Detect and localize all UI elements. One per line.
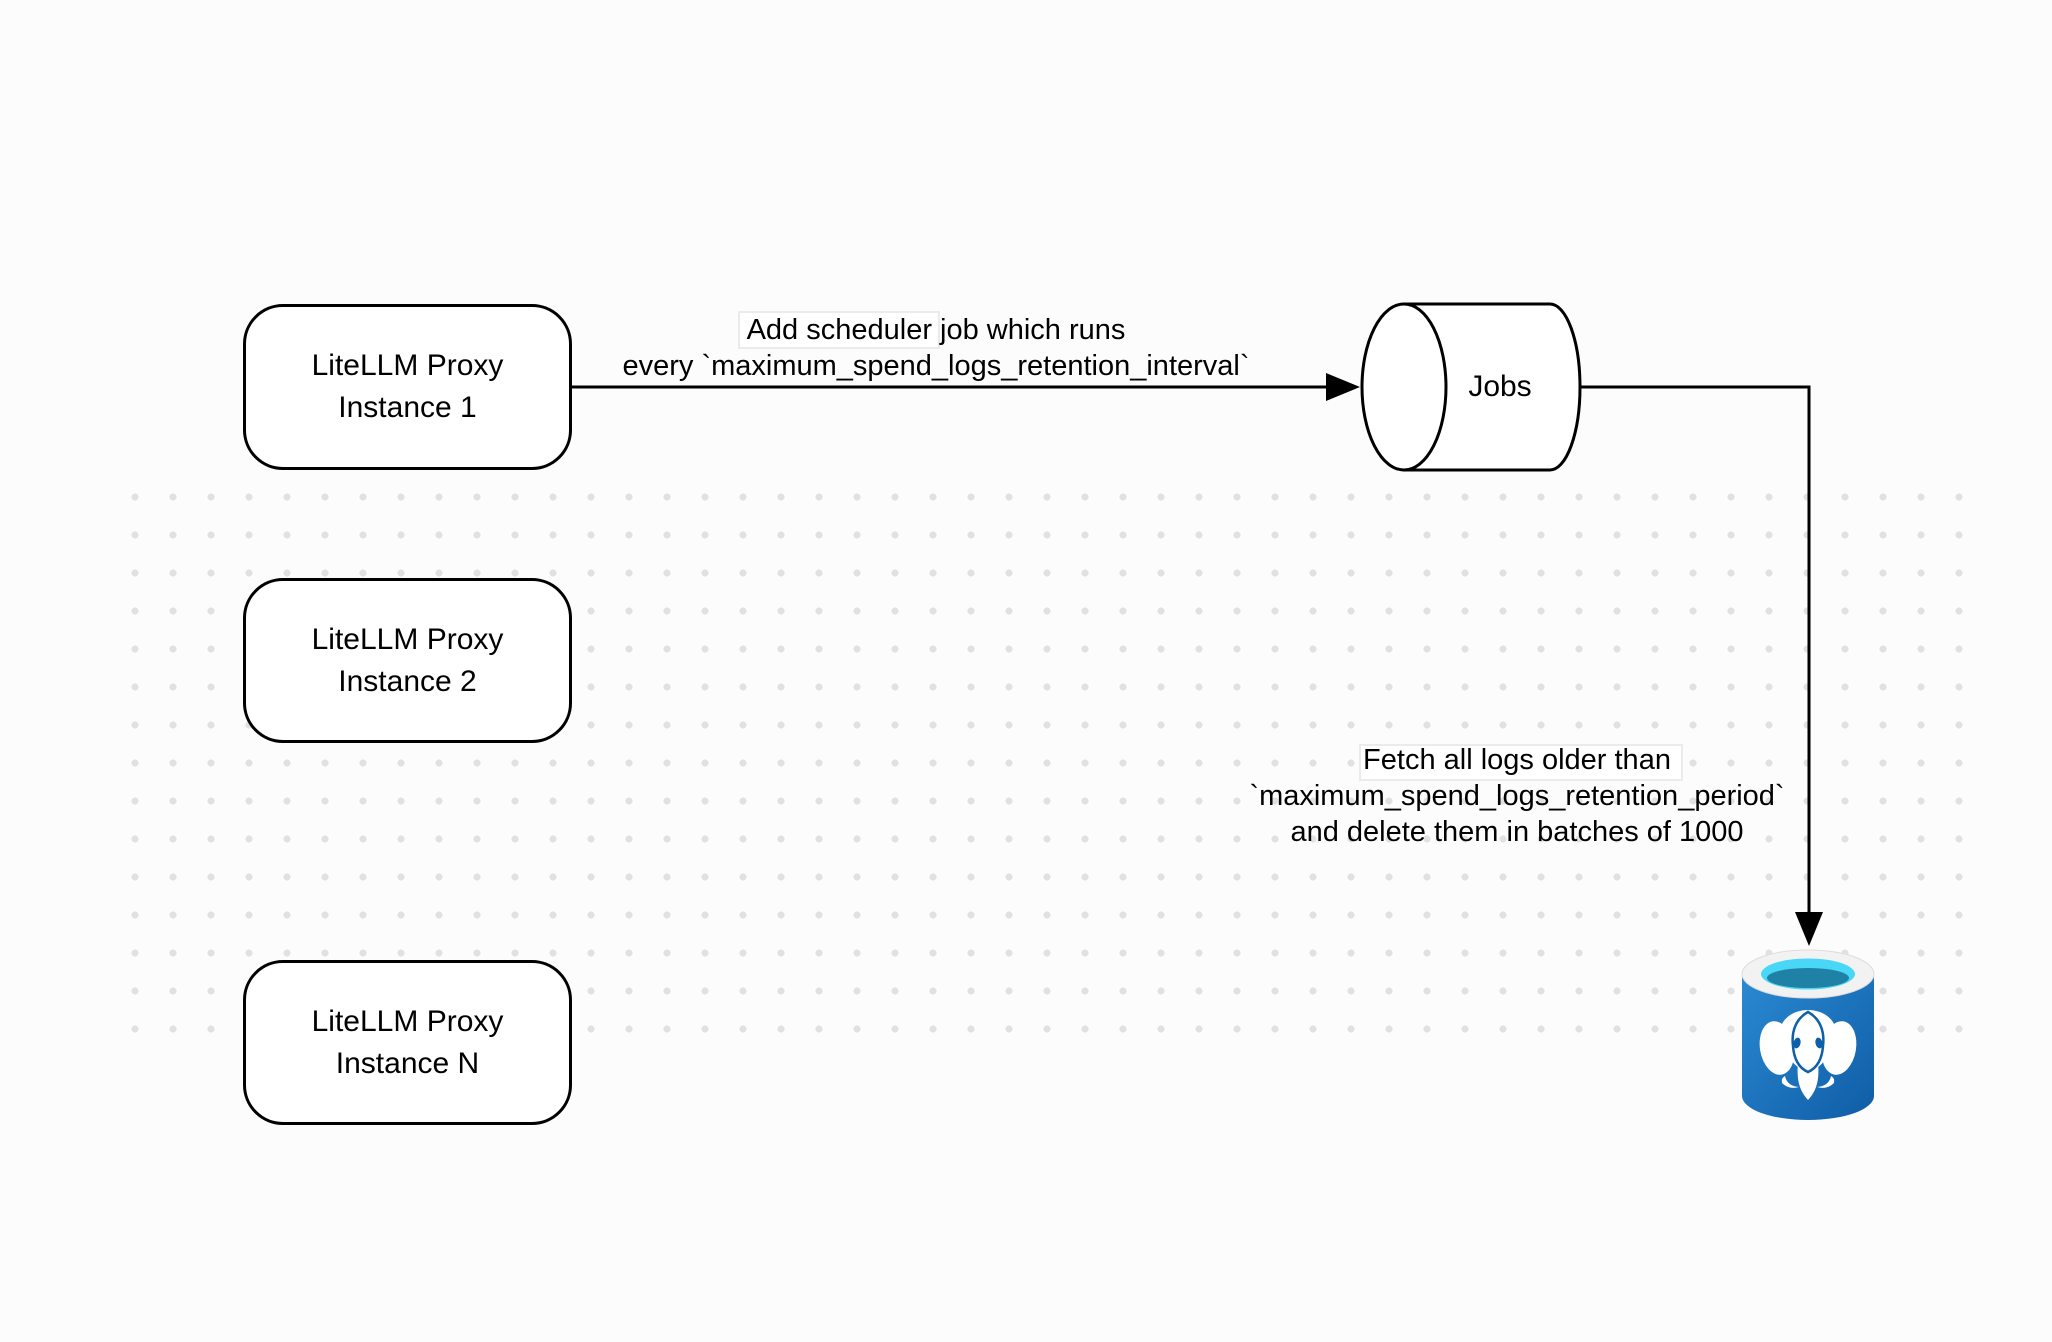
- postgresql-database-icon: [1741, 949, 1875, 1120]
- edge-label-background: [1359, 744, 1683, 781]
- node-litellm-proxy-instance-n: LiteLLM Proxy Instance N: [243, 960, 572, 1125]
- node-label-line: LiteLLM Proxy: [311, 622, 504, 656]
- node-label-line: LiteLLM Proxy: [311, 349, 504, 382]
- node-label-line: Instance 1: [338, 391, 477, 424]
- node-label-line: Instance N: [335, 1046, 480, 1080]
- arrowhead-down-icon: [1795, 912, 1823, 946]
- node-label-line: LiteLLM Proxy: [311, 1004, 504, 1038]
- edge-label-line: every `maximum_spend_logs_retention_inte…: [622, 350, 1250, 382]
- edge-label-background: [738, 311, 940, 349]
- edge-label-fetch-delete: Fetch all logs older than `maximum_spend…: [1167, 742, 1867, 850]
- jobs-cylinder-shape: [1360, 302, 1582, 472]
- edge-label-line: Fetch all logs older than: [1363, 744, 1671, 776]
- postgres-elephant-icon: [1759, 1010, 1857, 1100]
- database-water-dark: [1767, 968, 1849, 988]
- edge-label-line: Add scheduler job which runs: [746, 314, 1126, 346]
- edge-label-line: `maximum_spend_logs_retention_period`: [1249, 780, 1785, 812]
- node-litellm-proxy-instance-1: LiteLLM Proxy Instance 1: [243, 304, 572, 470]
- node-litellm-proxy-instance-2: LiteLLM Proxy Instance 2: [243, 578, 572, 743]
- edge-fetch-delete-line: [1580, 385, 1811, 914]
- node-jobs-label: Jobs: [1468, 370, 1532, 403]
- arrowhead-right-icon: [1326, 373, 1360, 401]
- edge-label-add-scheduler: Add scheduler job which runs every `maxi…: [586, 312, 1286, 384]
- node-label-line: Instance 2: [338, 664, 477, 698]
- edge-label-line: and delete them in batches of 1000: [1290, 816, 1744, 848]
